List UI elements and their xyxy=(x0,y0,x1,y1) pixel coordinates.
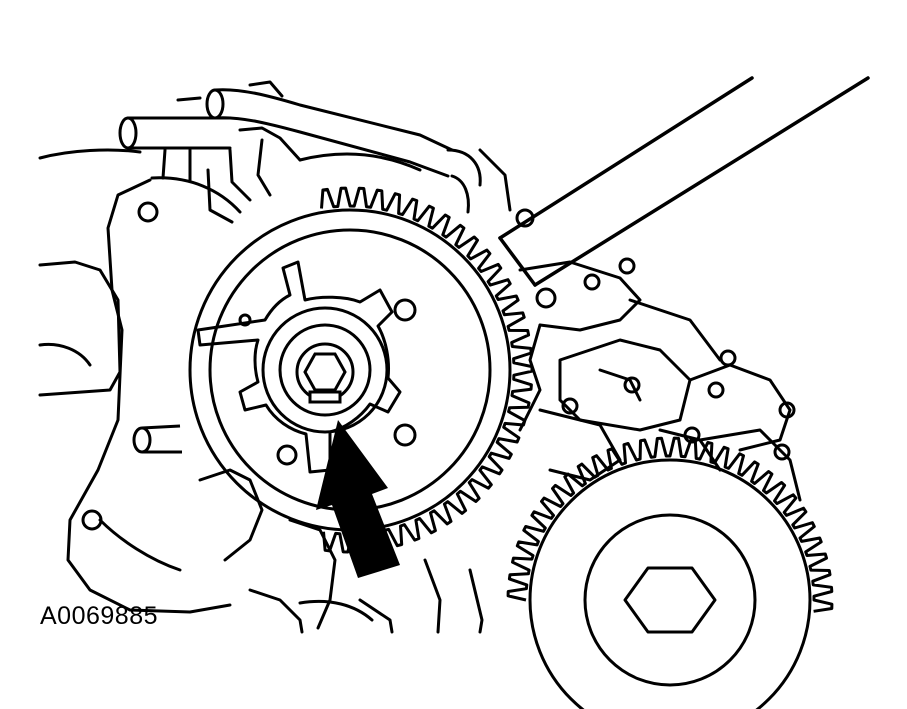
lower-sprocket xyxy=(506,436,834,709)
center-bolt xyxy=(295,342,355,404)
dowel-pin xyxy=(132,424,182,454)
cap-bolts xyxy=(515,208,796,461)
engine-block-outline xyxy=(38,148,484,634)
housing-bolt-holes xyxy=(81,201,252,531)
pointer-arrow xyxy=(316,420,400,578)
holding-tool xyxy=(498,76,870,287)
reference-code: A0069885 xyxy=(40,602,159,630)
upper-pipes xyxy=(118,80,512,214)
